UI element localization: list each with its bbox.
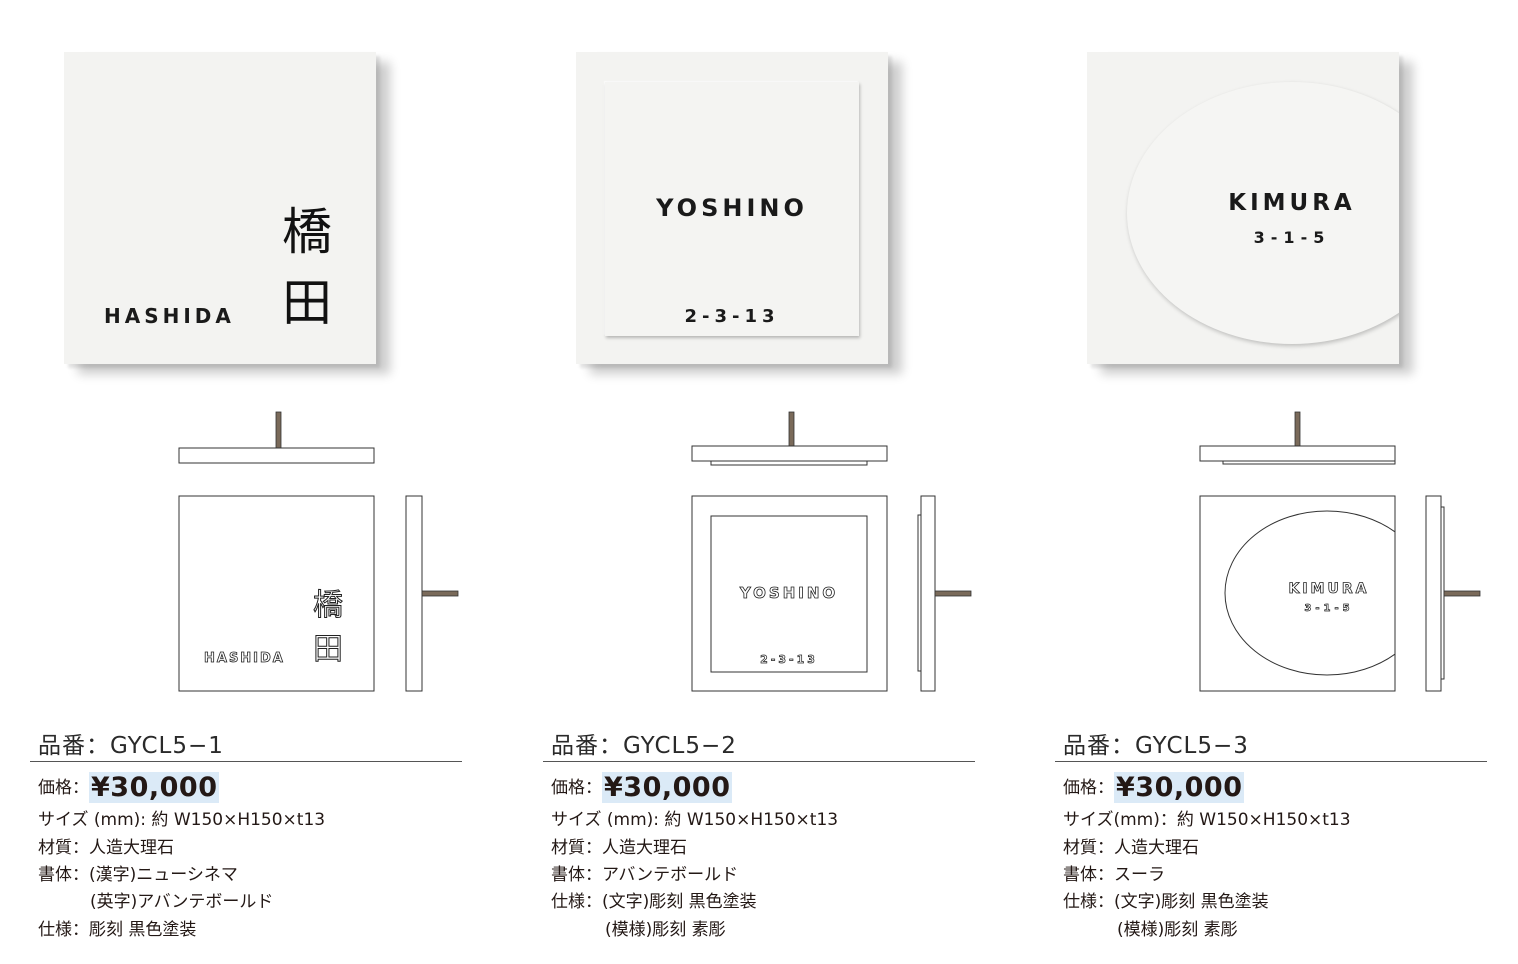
price-label: 価格： [1063, 778, 1114, 798]
spec-material: 材質：人造大理石 [38, 838, 174, 858]
product-gycl5-2: YOSHINO 2-3-13 YOSHINO 2-3-13 品番：GYCL5−2… [543, 0, 983, 964]
drawing-name: YOSHINO [739, 584, 839, 603]
side-view-drawing [917, 495, 977, 695]
spec-size: サイズ(mm)：約 W150×H150×t13 [1063, 810, 1351, 830]
product-photo: KIMURA 3-1-5 [1087, 52, 1399, 380]
divider [30, 761, 462, 762]
spec-finish: 仕様：(文字)彫刻 黒色塗装 [551, 892, 757, 912]
front-view-drawing: 橋 田 HASHIDA [178, 495, 378, 695]
raised-square-panel [605, 82, 859, 336]
side-view-drawing [405, 495, 465, 695]
spec-finish-2: (模様)彫刻 素彫 [605, 920, 726, 940]
drawing-number: 3-1-5 [1304, 603, 1354, 615]
plate-name: KIMURA [1228, 190, 1356, 216]
top-view-drawing [1199, 410, 1399, 470]
price-value: ¥30,000 [89, 772, 220, 803]
price-value: ¥30,000 [1114, 772, 1245, 803]
price-row: 価格：¥30,000 [1063, 772, 1245, 803]
nameplate-photo: KIMURA 3-1-5 [1087, 52, 1399, 364]
top-view-drawing [178, 410, 378, 470]
spec-font: 書体：アバンテボールド [551, 865, 739, 885]
plate-number: 2-3-13 [684, 306, 780, 327]
spec-font: 書体：スーラ [1063, 865, 1165, 885]
drawing-name: KIMURA [1288, 581, 1370, 598]
price-label: 価格： [38, 778, 89, 798]
oval-pattern [1087, 52, 1399, 364]
price-row: 価格：¥30,000 [551, 772, 733, 803]
drawing-number: 2-3-13 [760, 653, 818, 667]
spec-finish: 仕様：(文字)彫刻 黒色塗装 [1063, 892, 1269, 912]
plate-name: YOSHINO [656, 194, 808, 222]
product-code: 品番：GYCL5−2 [551, 733, 737, 759]
price-label: 価格： [551, 778, 602, 798]
plate-number: 3-1-5 [1253, 228, 1331, 247]
spec-finish-2: (模様)彫刻 素彫 [1117, 920, 1238, 940]
price-value: ¥30,000 [602, 772, 733, 803]
drawing-name: HASHIDA [204, 651, 285, 667]
product-gycl5-3: KIMURA 3-1-5 KIMURA 3-1-5 品番：GYCL5−3 価格：… [1055, 0, 1495, 964]
nameplate-photo: YOSHINO 2-3-13 [576, 52, 888, 364]
product-code: 品番：GYCL5−1 [38, 733, 224, 759]
product-photo: 橋 田 HASHIDA [64, 52, 376, 380]
drawing-kanji-1: 橋 [313, 588, 344, 624]
plate-kanji-1: 橋 [282, 203, 332, 261]
front-view-drawing: YOSHINO 2-3-13 [691, 495, 891, 695]
spec-font: 書体：(漢字)ニューシネマ [38, 865, 238, 885]
divider [1055, 761, 1487, 762]
front-view-drawing: KIMURA 3-1-5 [1199, 495, 1399, 695]
product-code: 品番：GYCL5−3 [1063, 733, 1249, 759]
spec-material: 材質：人造大理石 [1063, 838, 1199, 858]
price-row: 価格：¥30,000 [38, 772, 220, 803]
side-view-drawing [1425, 495, 1485, 695]
spec-material: 材質：人造大理石 [551, 838, 687, 858]
product-photo: YOSHINO 2-3-13 [576, 52, 888, 380]
spec-size: サイズ (mm): 約 W150×H150×t13 [551, 810, 839, 830]
plate-name: HASHIDA [104, 304, 235, 328]
top-view-drawing [691, 410, 891, 470]
drawing-kanji-2: 田 [313, 632, 344, 668]
spec-size: サイズ (mm): 約 W150×H150×t13 [38, 810, 326, 830]
plate-kanji-2: 田 [282, 274, 332, 332]
spec-finish: 仕様：彫刻 黒色塗装 [38, 920, 197, 940]
spec-font-2: (英字)アバンテボールド [90, 892, 274, 912]
nameplate-photo: 橋 田 HASHIDA [64, 52, 376, 364]
product-gycl5-1: 橋 田 HASHIDA 橋 田 HASHIDA 品番：GYCL5−1 価格：¥3… [30, 0, 470, 964]
divider [543, 761, 975, 762]
